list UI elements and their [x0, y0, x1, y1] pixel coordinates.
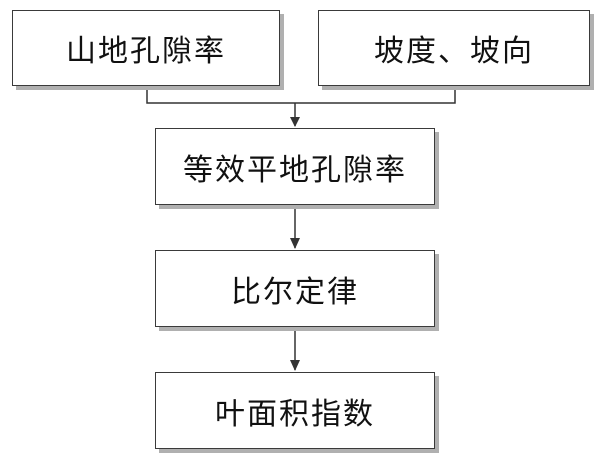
node-label: 等效平地孔隙率: [183, 145, 407, 189]
arrowhead-3: [290, 360, 300, 371]
node-label: 山地孔隙率: [66, 26, 226, 70]
node-equivalent-flat-gap-fraction: 等效平地孔隙率: [155, 128, 435, 205]
node-beer-law: 比尔定律: [155, 250, 435, 327]
node-label: 坡度、坡向: [374, 26, 534, 70]
arrowhead-1: [290, 117, 300, 127]
merge-connector: [147, 88, 455, 103]
node-label: 叶面积指数: [215, 389, 375, 433]
node-leaf-area-index: 叶面积指数: [155, 372, 435, 449]
node-mountain-gap-fraction: 山地孔隙率: [12, 10, 280, 86]
node-label: 比尔定律: [231, 267, 359, 311]
arrowhead-2: [290, 238, 300, 249]
node-slope-aspect: 坡度、坡向: [318, 10, 590, 86]
